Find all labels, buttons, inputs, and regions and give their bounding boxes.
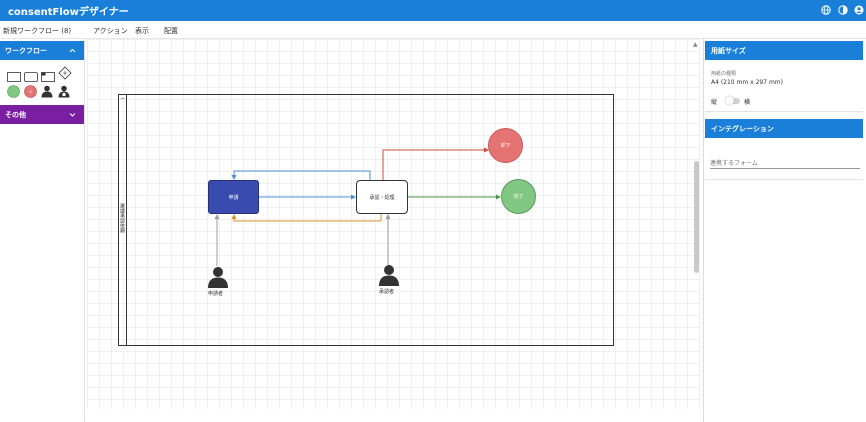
scroll-up-icon[interactable]: ▲ — [693, 41, 698, 48]
orientation-portrait-label: 縦 — [711, 99, 718, 106]
apply-task-label: 申請 — [228, 194, 239, 201]
complete-end-node[interactable]: 完了 — [501, 179, 536, 214]
section-other-label: その他 — [5, 111, 26, 119]
reject-end-label: 却下 — [500, 143, 511, 149]
paper-kind-label: 用紙の種類 — [711, 71, 737, 77]
toggle-knob — [725, 96, 734, 105]
confirm-task-node[interactable]: 承認・処理 — [356, 180, 408, 214]
applicant-actor-node[interactable] — [207, 266, 229, 292]
section-workflow-header[interactable]: ワークフロー — [0, 41, 84, 60]
swimlane-pool[interactable]: − 稟議承認依頼 — [118, 94, 614, 346]
chevron-up-icon — [69, 47, 76, 54]
panel-divider-bottom — [705, 179, 863, 180]
menu-action[interactable]: アクション — [93, 27, 128, 35]
title-bar: consentFlowデザイナー — [0, 0, 866, 21]
contrast-icon[interactable] — [837, 4, 849, 16]
linked-form-placeholder: 連携するフォーム — [710, 160, 758, 167]
approver-label: 承認者 — [379, 289, 395, 295]
lane-divider — [126, 95, 127, 345]
workflow-name: 新規ワークフロー (8) — [3, 27, 72, 35]
confirm-task-label: 承認・処理 — [369, 194, 395, 201]
diagram-canvas[interactable] — [87, 39, 700, 410]
paper-size-title: 用紙サイズ — [711, 47, 746, 55]
linked-form-field[interactable]: 連携するフォーム — [710, 156, 860, 169]
apply-task-node[interactable]: 申請 — [208, 180, 259, 214]
lane-label: 稟議承認依頼 — [119, 203, 125, 233]
panel-divider — [705, 111, 863, 112]
edge-confirm-to-apply-bottom — [231, 214, 382, 222]
globe-icon[interactable] — [820, 4, 832, 16]
task-shape[interactable] — [7, 67, 21, 86]
edge-confirm-to-reject — [382, 147, 489, 180]
end-ng-shape[interactable]: × — [24, 83, 37, 102]
chevron-down-icon — [69, 111, 76, 118]
reject-end-node[interactable]: 却下 — [488, 128, 523, 163]
menu-view[interactable]: 表示 — [135, 27, 149, 35]
end-ok-shape[interactable] — [7, 83, 20, 102]
annotation-shape[interactable] — [41, 67, 55, 86]
edge-confirm-to-apply-top — [231, 170, 371, 180]
account-icon[interactable] — [853, 4, 865, 16]
menu-bar: 新規ワークフロー (8) アクション 表示 配置 — [0, 21, 866, 39]
app-title: consentFlowデザイナー — [8, 7, 129, 18]
svg-text:×: × — [29, 89, 32, 94]
approver-actor-node[interactable] — [378, 264, 400, 290]
section-workflow-label: ワークフロー — [5, 47, 47, 55]
orientation-toggle[interactable] — [725, 96, 740, 105]
paper-kind-value[interactable]: A4 (210 mm x 297 mm) — [711, 79, 783, 86]
shape-palette-panel: ワークフロー × その他 — [0, 39, 85, 422]
paper-size-header[interactable]: 用紙サイズ — [705, 41, 863, 60]
scrollbar-thumb[interactable] — [694, 161, 699, 273]
integration-title: インテグレーション — [711, 125, 774, 133]
orientation-landscape-label: 横 — [744, 99, 751, 106]
gateway-shape[interactable] — [58, 65, 72, 84]
canvas-vertical-scrollbar[interactable]: ▲ — [692, 39, 700, 410]
applicant-label: 申請者 — [208, 291, 224, 297]
actor-shape[interactable] — [41, 83, 53, 102]
actor-alt-shape[interactable] — [58, 83, 70, 102]
complete-end-label: 完了 — [513, 194, 524, 200]
collapse-icon[interactable]: − — [120, 95, 126, 102]
subprocess-shape[interactable] — [24, 67, 38, 86]
menu-arrange[interactable]: 配置 — [164, 27, 178, 35]
section-other-header[interactable]: その他 — [0, 105, 84, 124]
integration-header[interactable]: インテグレーション — [705, 119, 863, 138]
